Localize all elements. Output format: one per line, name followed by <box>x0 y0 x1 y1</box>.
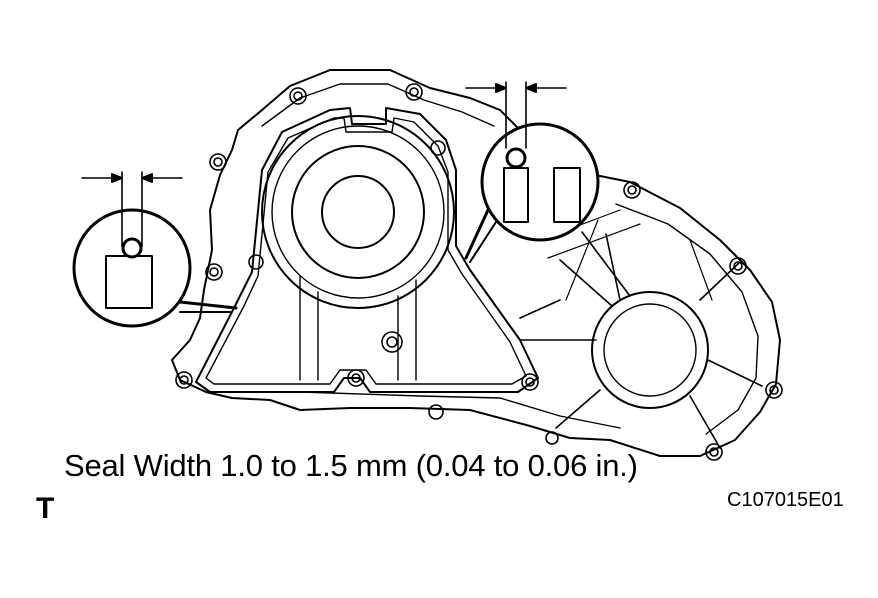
figure-code: C107015E01 <box>727 489 844 511</box>
bolt-holes <box>175 83 783 461</box>
seal-detail-magnifier-right <box>464 81 600 263</box>
corner-mark: T <box>36 492 55 525</box>
seal-groove <box>195 107 539 393</box>
output-bore <box>519 209 763 449</box>
housing-outline <box>171 69 781 457</box>
main-bore <box>261 115 455 381</box>
seal-detail-magnifier-left <box>72 171 238 328</box>
seal-width-caption: Seal Width 1.0 to 1.5 mm (0.04 to 0.06 i… <box>64 448 638 483</box>
